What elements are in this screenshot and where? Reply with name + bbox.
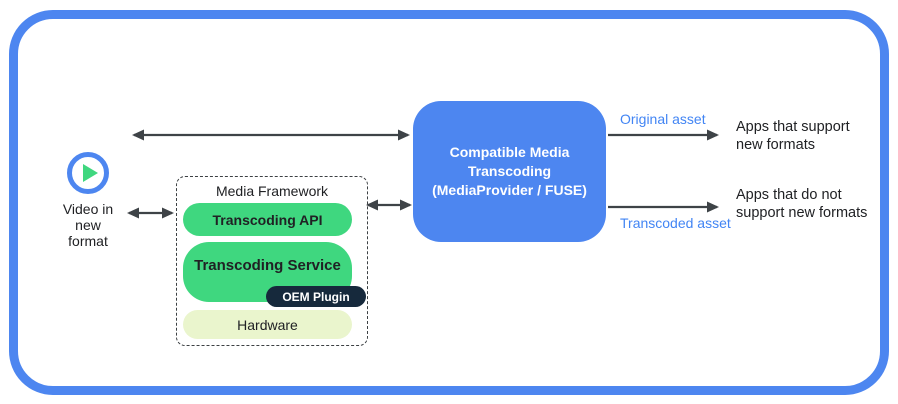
compatible-media-transcoding-box: Compatible Media Transcoding (MediaProvi…	[413, 101, 606, 242]
hardware-box: Hardware	[183, 310, 352, 339]
original-asset-label: Original asset	[620, 111, 706, 127]
media-framework-title: Media Framework	[215, 183, 329, 199]
compatible-media-transcoding-label: Compatible Media Transcoding (MediaProvi…	[432, 144, 587, 198]
video-source-label: Video in new format	[62, 201, 114, 249]
media-framework-box: Media Framework	[176, 176, 368, 346]
outer-border-frame	[9, 10, 889, 395]
apps-not-support-new-formats-label: Apps that do not support new formats	[736, 187, 868, 221]
apps-support-new-formats-label: Apps that support new formats	[736, 119, 850, 153]
transcoded-asset-label: Transcoded asset	[620, 215, 731, 231]
oem-plugin-badge: OEM Plugin	[266, 286, 366, 307]
transcoding-api-box: Transcoding API	[183, 203, 352, 236]
play-triangle-icon	[82, 164, 98, 182]
play-icon	[67, 152, 109, 194]
